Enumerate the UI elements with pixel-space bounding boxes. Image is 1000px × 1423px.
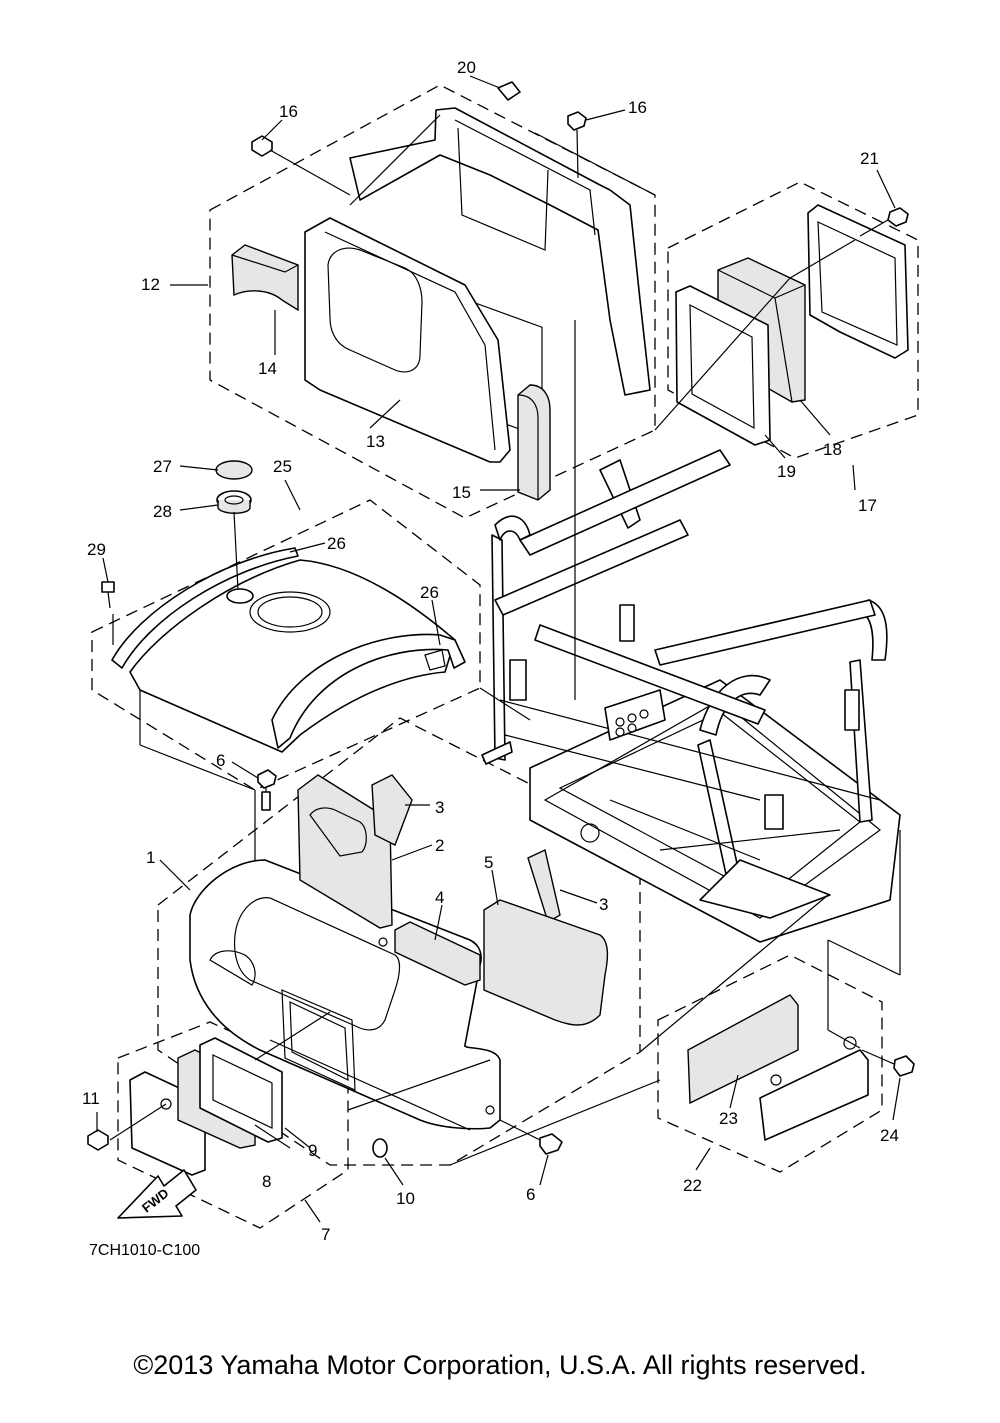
reference-lines: [109, 114, 901, 1166]
callout-13: 13: [366, 432, 385, 451]
callout-8: 8: [262, 1172, 271, 1191]
fwd-arrow: FWD: [117, 1169, 197, 1219]
nut-20: [497, 81, 521, 101]
callout-6-upper: 6: [216, 751, 225, 770]
bolt-16-left: [251, 135, 351, 196]
callout-14: 14: [258, 359, 277, 378]
callout-6-lower: 6: [526, 1185, 535, 1204]
part-2-pad: [297, 774, 393, 929]
callout-labels: 20 16 16 21 12 14 13 18 19 15 17 27 25 2…: [82, 58, 899, 1259]
callout-19: 19: [777, 462, 796, 481]
part-26-rail: [111, 547, 466, 749]
bolt-6-lower: [499, 1119, 563, 1155]
callout-23: 23: [719, 1109, 738, 1128]
part-23-pad: [687, 994, 799, 1105]
callout-26-lower: 26: [420, 583, 439, 602]
part-28-grommet: [216, 490, 252, 514]
callout-11: 11: [82, 1089, 100, 1108]
part-24-lid: [759, 1036, 869, 1141]
chassis-frame: [481, 449, 901, 943]
part-13-cover-panel: [304, 217, 511, 463]
copyright-notice: ©2013 Yamaha Motor Corporation, U.S.A. A…: [133, 1350, 867, 1380]
callout-3-upper: 3: [435, 798, 444, 817]
bolt-11: [87, 1129, 109, 1151]
callout-10: 10: [396, 1189, 415, 1208]
group-12-outline: [209, 84, 656, 519]
callout-18: 18: [823, 440, 842, 459]
bolt-24: [861, 1049, 915, 1077]
part-9-frame: [199, 1037, 283, 1143]
group-7-outline: [117, 1021, 349, 1229]
callout-29: 29: [87, 540, 106, 559]
callout-16-right: 16: [628, 98, 647, 117]
callout-4: 4: [435, 888, 444, 907]
bolt-6-upper: [257, 769, 277, 811]
callout-22: 22: [683, 1176, 702, 1195]
part-29-bolt: [101, 581, 115, 609]
callout-3-lower: 3: [599, 895, 608, 914]
part-25-seat-cover: [129, 559, 456, 753]
part-3-pad-upper: [371, 774, 413, 846]
part-4-strip: [394, 921, 481, 986]
bolt-21: [859, 207, 909, 237]
part-3-pad-lower: [527, 848, 561, 924]
callout-2: 2: [435, 836, 444, 855]
callout-27: 27: [153, 457, 172, 476]
bolt-16-right: [567, 111, 587, 179]
group-25-outline: [91, 499, 481, 791]
part-code: 7CH1010-C100: [89, 1242, 200, 1259]
callout-12: 12: [141, 275, 160, 294]
callout-9: 9: [308, 1141, 317, 1160]
callout-25: 25: [273, 457, 292, 476]
callout-20: 20: [457, 58, 476, 77]
callout-24: 24: [880, 1126, 899, 1145]
callout-5: 5: [484, 853, 493, 872]
group-22-outline: [657, 954, 883, 1173]
part-5-pad: [483, 899, 609, 1026]
part-14-pad: [231, 244, 299, 312]
callout-1: 1: [146, 848, 155, 867]
callout-17: 17: [858, 496, 877, 515]
callout-28: 28: [153, 502, 172, 521]
part-19-frame: [675, 285, 771, 446]
callout-15: 15: [452, 483, 471, 502]
group-17-outline: [667, 181, 919, 459]
part-21-lid: [807, 204, 909, 359]
grommet-10: [372, 1138, 388, 1158]
callout-7: 7: [321, 1225, 330, 1244]
callout-16-left: 16: [279, 102, 298, 121]
part-27-cap: [215, 460, 253, 480]
callout-26-upper: 26: [327, 534, 346, 553]
leader-lines: [96, 75, 901, 1223]
part-15-pad: [517, 384, 551, 501]
callout-21: 21: [860, 149, 879, 168]
